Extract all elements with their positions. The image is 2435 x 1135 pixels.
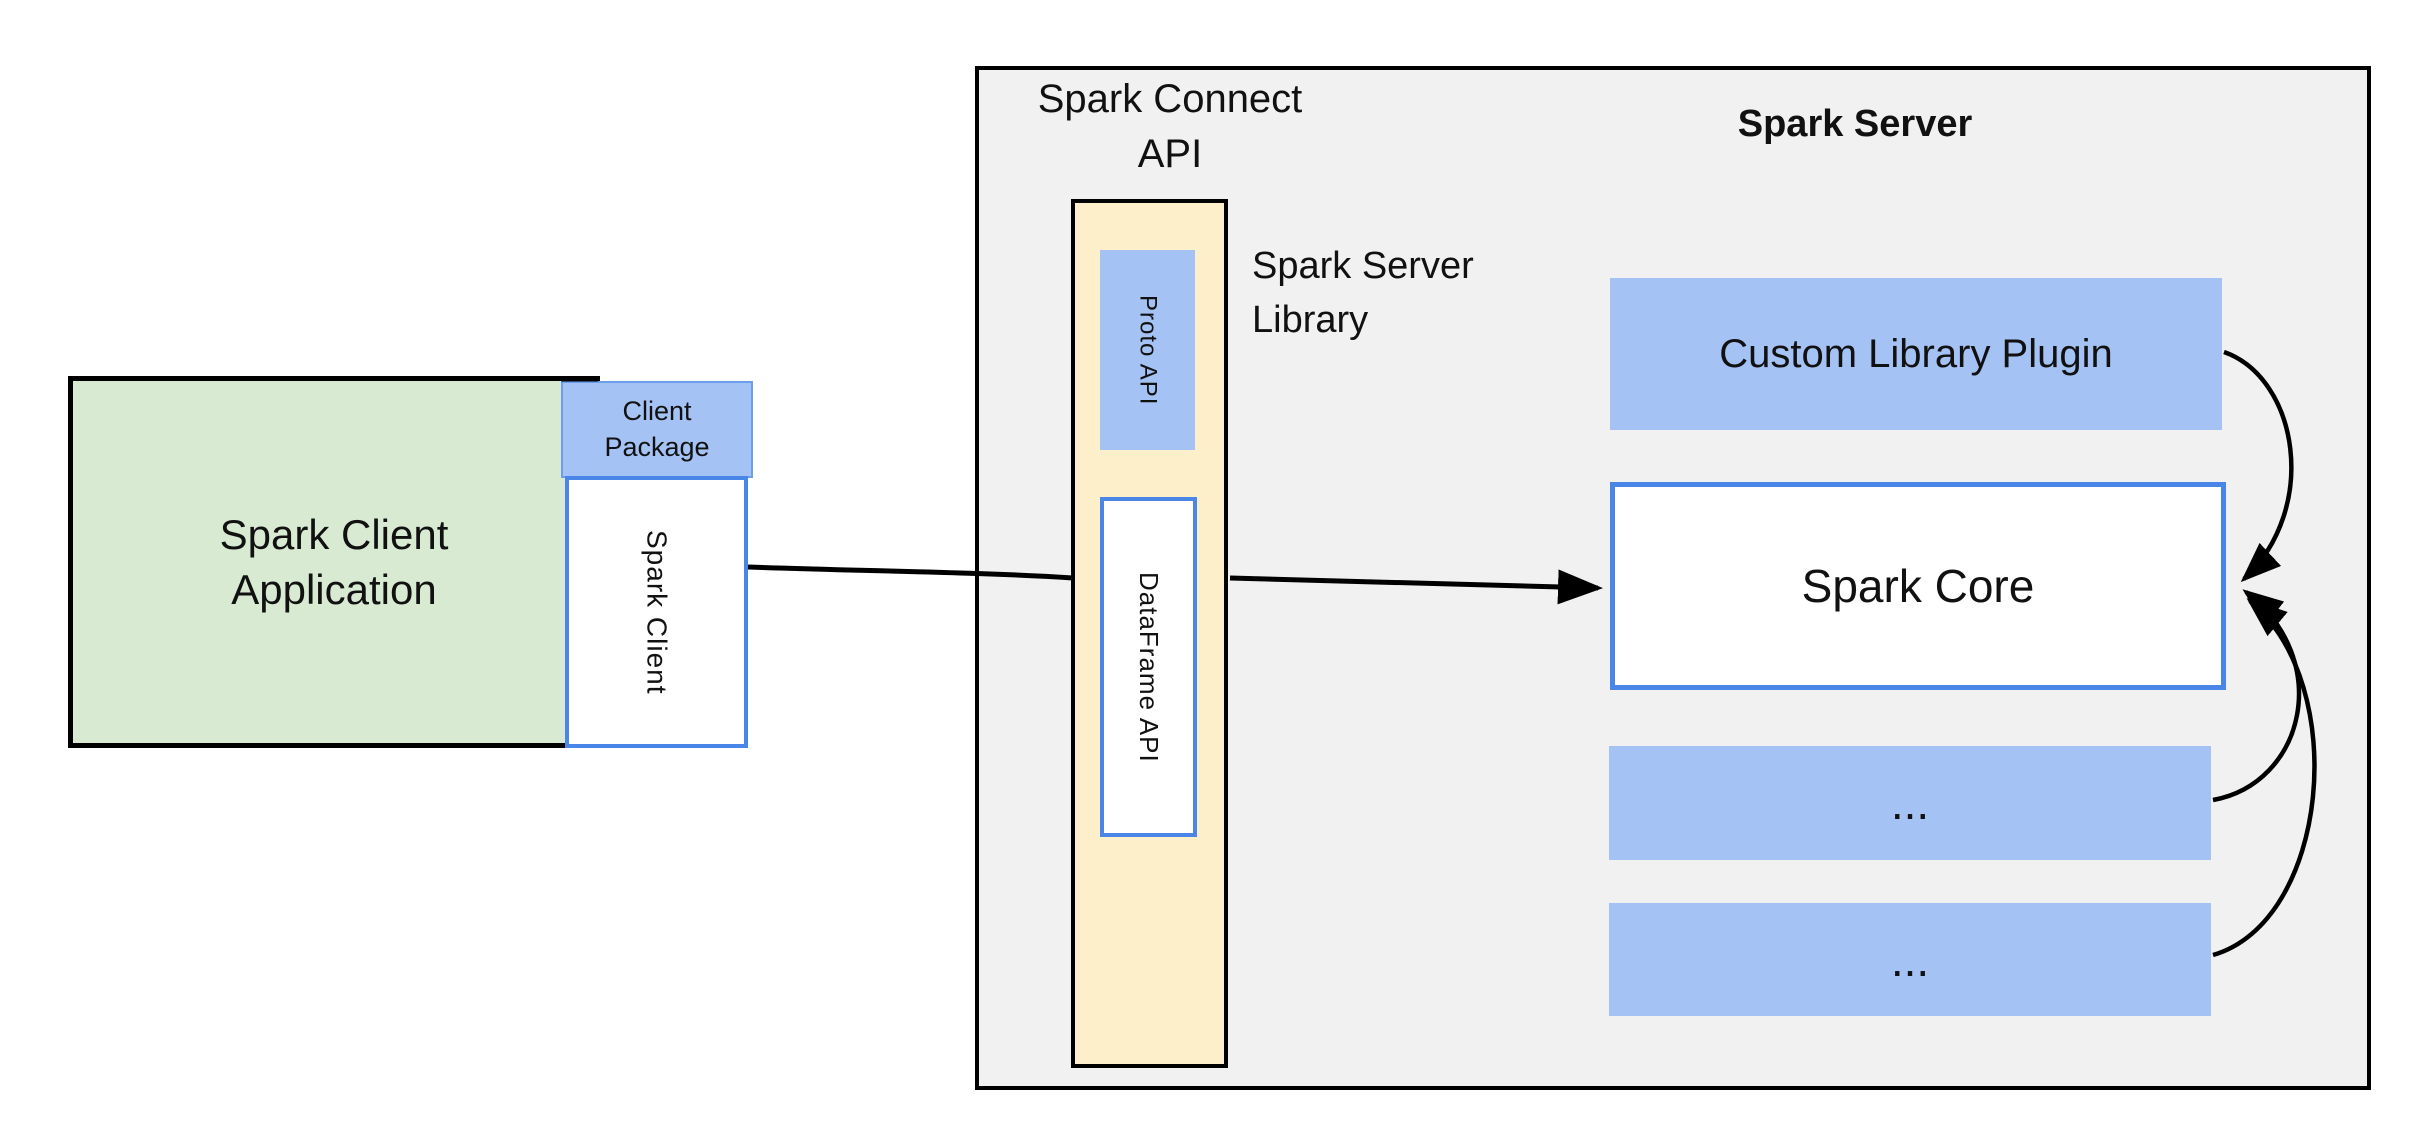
spark-server-title: Spark Server: [1737, 103, 1973, 145]
plugin-slot-2-box: ...: [1609, 903, 2211, 1016]
spark-connect-api-title: Spark Connect API: [1037, 77, 1303, 177]
dataframe-api-box: DataFrame API: [1100, 497, 1197, 837]
spark-client-label: Spark Client: [641, 529, 673, 695]
spark-client-application-label: Spark Client Application: [219, 510, 449, 613]
proto-api-label: Proto API: [1134, 294, 1162, 406]
spark-client-application-box: Spark Client Application: [68, 376, 600, 748]
spark-core-box: Spark Core: [1610, 482, 2226, 690]
custom-library-plugin-box: Custom Library Plugin: [1610, 278, 2222, 430]
proto-api-box: Proto API: [1100, 250, 1195, 450]
client-package-box: Client Package: [561, 381, 753, 478]
dataframe-api-label: DataFrame API: [1134, 571, 1164, 763]
spark-server-library-label: Spark Server Library: [1252, 245, 1474, 341]
spark-client-box: Spark Client: [565, 476, 748, 748]
plugin-slot-1-box: ...: [1609, 746, 2211, 860]
